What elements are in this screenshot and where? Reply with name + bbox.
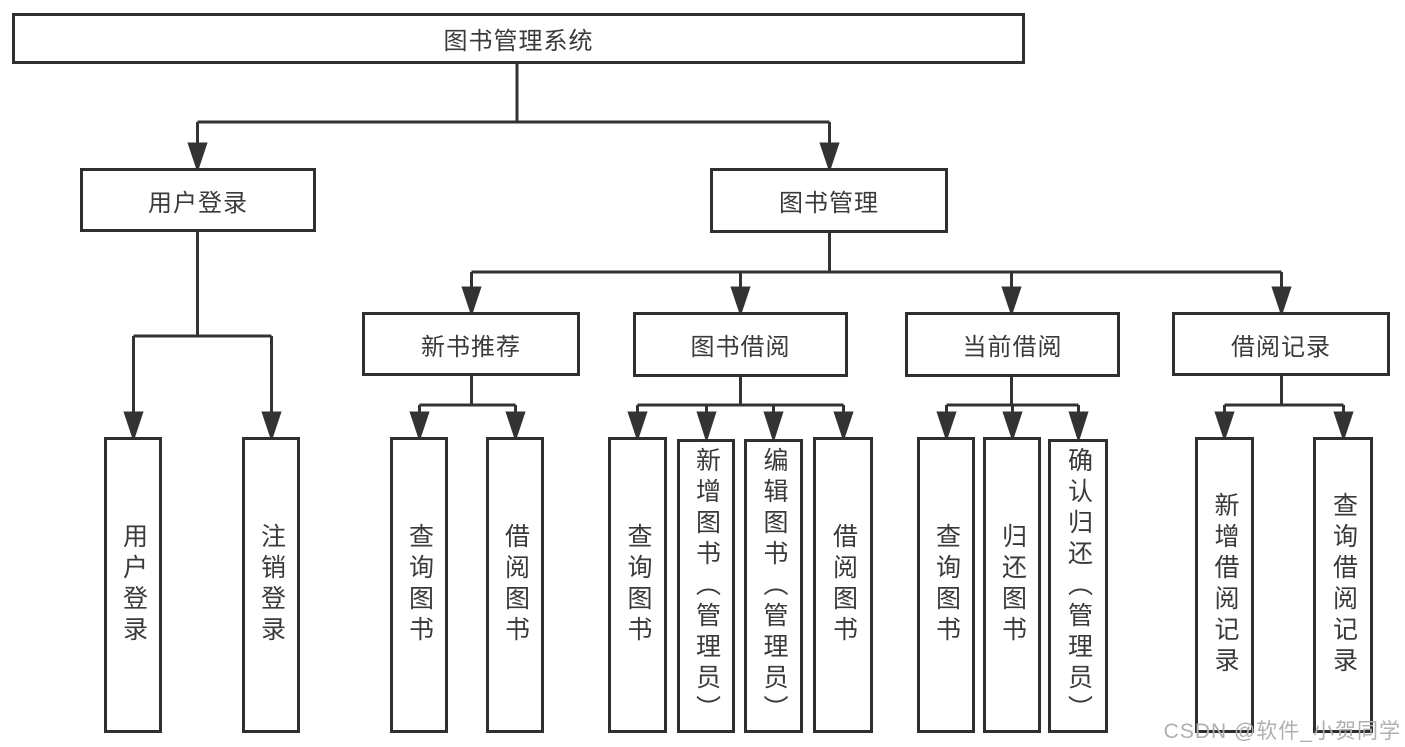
node-label: 图书借阅 (690, 334, 791, 361)
csdn-watermark: CSDN @软件_小贺同学 (1163, 720, 1401, 743)
arrow-down-icon (123, 411, 144, 442)
node-user-login: 用户登录 (80, 168, 316, 232)
node-new-book-recommend: 新书推荐 (362, 312, 580, 376)
node-label: 新书推荐 (421, 333, 521, 361)
connector-book-borrowing-to-leaves (627, 377, 854, 443)
connector-new-book-recommend-to-leaves (409, 376, 526, 442)
node-label: 用户登录 (148, 189, 248, 217)
leaf-confirm-return-admin: 确认归还（管理员） (1048, 439, 1108, 733)
leaf-logout: 注销登录 (242, 437, 300, 733)
node-label: 用户登录 (119, 523, 148, 647)
node-library-management-system: 图书管理系统 (12, 13, 1025, 64)
leaf-return-books: 归还图书 (983, 437, 1041, 733)
leaf-query-borrow-record: 查询借阅记录 (1313, 437, 1373, 733)
node-label: 确认归还（管理员） (1064, 446, 1093, 726)
connector-root-to-level2 (187, 64, 840, 173)
node-label: 新增图书（管理员） (692, 446, 721, 726)
node-label: 查询图书 (405, 523, 434, 647)
leaf-query-books-borrowing: 查询图书 (608, 437, 667, 733)
arrow-down-icon (1333, 411, 1354, 442)
leaf-borrow-books-borrowing: 借阅图书 (813, 437, 873, 733)
leaf-add-borrow-record: 新增借阅记录 (1195, 437, 1254, 733)
arrow-down-icon (1002, 411, 1023, 442)
connector-book-mgmt-to-level3 (461, 233, 1292, 317)
leaf-query-books-current: 查询图书 (917, 437, 975, 733)
arrow-down-icon (936, 411, 957, 442)
node-label: 借阅图书 (829, 523, 858, 647)
node-label: 借阅记录 (1231, 333, 1331, 361)
node-label: 归还图书 (998, 523, 1027, 647)
node-label: 注销登录 (257, 523, 286, 647)
connector-current-borrowing-to-leaves (936, 377, 1089, 443)
leaf-user-login: 用户登录 (104, 437, 162, 733)
node-label: 查询图书 (624, 523, 652, 647)
node-label: 当前借阅 (962, 334, 1063, 361)
node-book-borrowing: 图书借阅 (633, 312, 848, 377)
arrow-down-icon (763, 411, 784, 443)
arrow-down-icon (627, 411, 648, 442)
node-label: 借阅图书 (501, 523, 530, 647)
node-borrowing-records: 借阅记录 (1172, 312, 1390, 376)
arrow-down-icon (505, 411, 526, 442)
arrow-down-icon (461, 286, 482, 317)
arrow-down-icon (1068, 411, 1089, 443)
connector-user-login-to-leaves (123, 232, 282, 442)
arrow-down-icon (696, 411, 717, 443)
arrow-down-icon (1214, 411, 1235, 442)
arrow-down-icon (1271, 286, 1292, 317)
connector-borrowing-records-to-leaves (1214, 376, 1354, 442)
node-label: 查询借阅记录 (1329, 492, 1358, 678)
node-label: 新增借阅记录 (1211, 492, 1239, 678)
arrow-down-icon (730, 286, 751, 317)
node-label: 图书管理 (779, 190, 879, 217)
arrow-down-icon (261, 411, 282, 442)
arrow-down-icon (833, 411, 854, 442)
arrow-down-icon (1001, 286, 1022, 317)
node-label: 图书管理系统 (443, 28, 594, 55)
leaf-query-books-recommend: 查询图书 (390, 437, 448, 733)
node-label: 编辑图书（管理员） (760, 446, 788, 726)
arrow-down-icon (819, 142, 840, 173)
node-current-borrowing: 当前借阅 (905, 312, 1120, 377)
node-book-management: 图书管理 (710, 168, 948, 233)
leaf-borrow-books-recommend: 借阅图书 (486, 437, 544, 733)
arrow-down-icon (187, 142, 208, 173)
arrow-down-icon (409, 411, 430, 442)
leaf-edit-books-admin: 编辑图书（管理员） (744, 439, 803, 733)
node-label: 查询图书 (932, 523, 961, 647)
leaf-add-books-admin: 新增图书（管理员） (677, 439, 735, 733)
